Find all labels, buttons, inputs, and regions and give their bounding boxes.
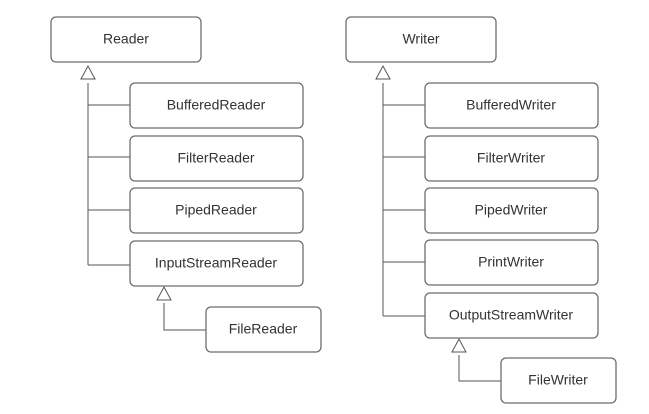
reader-root-node: Reader bbox=[50, 16, 202, 63]
reader-inheritance-line bbox=[87, 83, 130, 266]
pipedwriter-label: PipedWriter bbox=[475, 202, 548, 218]
printwriter-label: PrintWriter bbox=[478, 254, 544, 270]
filterwriter-label: FilterWriter bbox=[477, 150, 546, 166]
printwriter-node: PrintWriter bbox=[424, 239, 599, 286]
outputstreamwriter-inheritance-line bbox=[458, 355, 501, 382]
reader-hierarchy: Reader BufferedReader FilterReader Piped… bbox=[50, 16, 322, 353]
inputstreamreader-inheritance-arrow bbox=[156, 285, 172, 301]
bufferedreader-label: BufferedReader bbox=[167, 97, 266, 113]
inputstreamreader-label: InputStreamReader bbox=[155, 255, 278, 271]
reader-inheritance-arrow bbox=[80, 64, 96, 80]
filewriter-node: FileWriter bbox=[500, 357, 617, 404]
outputstreamwriter-inheritance-arrow bbox=[451, 337, 467, 353]
filereader-node: FileReader bbox=[205, 306, 322, 353]
bufferedwriter-label: BufferedWriter bbox=[466, 97, 556, 113]
writer-root-node: Writer bbox=[345, 16, 497, 63]
inputstreamreader-node: InputStreamReader bbox=[129, 240, 304, 287]
inputstreamreader-inheritance-line bbox=[163, 303, 206, 331]
filterwriter-node: FilterWriter bbox=[424, 135, 599, 182]
filterreader-node: FilterReader bbox=[129, 135, 304, 182]
writer-inheritance-arrow bbox=[375, 64, 391, 80]
bufferedreader-node: BufferedReader bbox=[129, 82, 304, 129]
filewriter-label: FileWriter bbox=[528, 372, 588, 388]
reader-root-label: Reader bbox=[103, 31, 149, 47]
outputstreamwriter-node: OutputStreamWriter bbox=[424, 292, 599, 339]
filereader-label: FileReader bbox=[229, 321, 298, 337]
writer-hierarchy: Writer BufferedWriter FilterWriter Piped… bbox=[345, 16, 617, 404]
bufferedwriter-node: BufferedWriter bbox=[424, 82, 599, 129]
filterreader-label: FilterReader bbox=[177, 150, 254, 166]
writer-root-label: Writer bbox=[402, 31, 439, 47]
pipedwriter-node: PipedWriter bbox=[424, 187, 599, 234]
pipedreader-label: PipedReader bbox=[175, 202, 257, 218]
pipedreader-node: PipedReader bbox=[129, 187, 304, 234]
outputstreamwriter-label: OutputStreamWriter bbox=[449, 307, 574, 323]
writer-inheritance-line bbox=[382, 83, 425, 317]
